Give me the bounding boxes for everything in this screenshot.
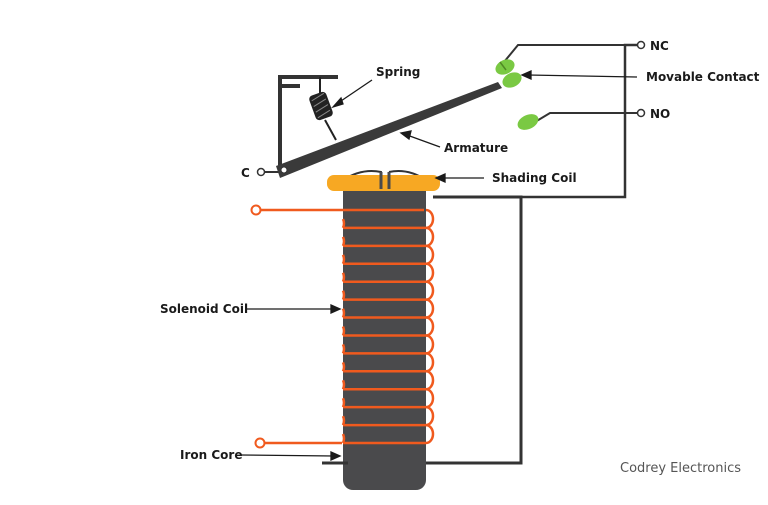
- solenoid-coil: [341, 208, 435, 445]
- coil-turn-left: [341, 343, 346, 354]
- coil-turn-right: [425, 370, 435, 391]
- spring: [309, 77, 337, 141]
- coil-turn-left: [341, 325, 346, 336]
- label-c: C: [241, 166, 250, 180]
- coil-terminal-top: [250, 204, 262, 216]
- coil-turn-right: [425, 226, 435, 248]
- coil-turn-left: [341, 236, 346, 247]
- coil-turn-left: [341, 254, 346, 265]
- no-terminal: [636, 108, 646, 118]
- coil-turn-right: [425, 334, 435, 355]
- movable-contact: [495, 59, 522, 88]
- coil-turn-right: [425, 244, 435, 266]
- yoke-bracket: [278, 84, 300, 170]
- iron-core: [343, 175, 426, 490]
- coil-turn-left: [341, 379, 346, 390]
- label-no: NO: [650, 107, 670, 121]
- shading-coil-gap: [379, 172, 391, 189]
- coil-turn-left: [341, 433, 346, 444]
- armature: [276, 82, 502, 178]
- label-shading-coil: Shading Coil: [492, 171, 577, 185]
- armature-pivot: [280, 166, 288, 174]
- coil-turn-right: [425, 352, 435, 373]
- c-terminal: [256, 167, 266, 177]
- coil-turn-left: [341, 415, 346, 426]
- coil-turn-right: [425, 316, 435, 337]
- label-spring: Spring: [376, 65, 420, 79]
- label-solenoid-coil: Solenoid Coil: [160, 302, 248, 316]
- label-nc: NC: [650, 39, 669, 53]
- coil-turn-right: [425, 405, 435, 427]
- nc-wire: [503, 44, 640, 63]
- coil-turn-right: [425, 387, 435, 409]
- coil-turn-left: [341, 308, 346, 319]
- coil-terminal-bottom: [254, 437, 266, 449]
- coil-turn-left: [341, 290, 346, 301]
- coil-turn-right: [425, 262, 435, 283]
- label-iron-core: Iron Core: [180, 448, 242, 462]
- coil-turn-right: [425, 298, 435, 319]
- coil-turn-right: [425, 280, 435, 301]
- nc-terminal: [636, 40, 646, 50]
- no-wire: [534, 112, 640, 123]
- shading-coil: [327, 175, 440, 191]
- coil-turn-right: [425, 208, 435, 230]
- label-armature: Armature: [444, 141, 508, 155]
- label-movable-contact: Movable Contact: [646, 70, 760, 84]
- coil-turn-left: [341, 361, 346, 372]
- no-contact: [517, 114, 539, 130]
- label-arrows: [239, 69, 638, 462]
- coil-turn-right: [425, 423, 435, 445]
- coil-turn-left: [341, 218, 346, 229]
- coil-turn-left: [341, 272, 346, 283]
- credit-text: Codrey Electronics: [620, 461, 741, 476]
- coil-turn-left: [341, 397, 346, 408]
